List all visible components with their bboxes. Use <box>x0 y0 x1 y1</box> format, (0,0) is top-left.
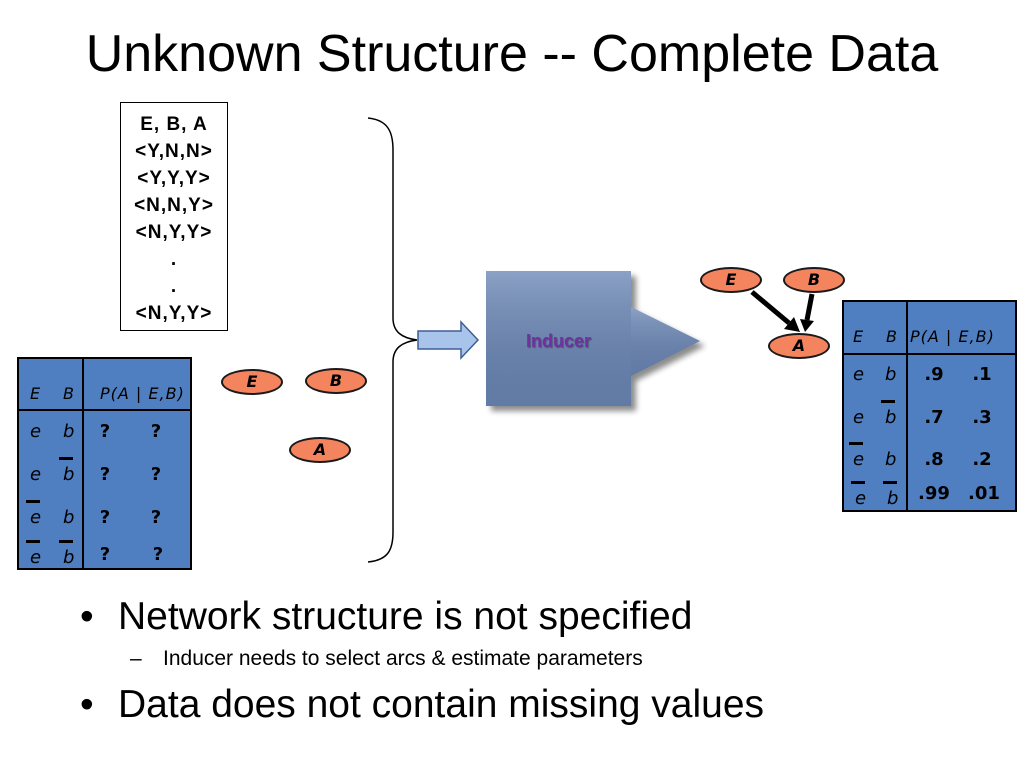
cell-p-not-a: .1 <box>972 364 992 385</box>
left-node-e: E <box>221 369 283 395</box>
inducer-label: Inducer <box>525 331 591 351</box>
cell-p-a: .7 <box>924 407 944 428</box>
cell-b: b <box>885 449 897 470</box>
cell-p-a: ? <box>99 421 111 442</box>
arc-b-to-a <box>800 293 815 332</box>
cell-p-a: ? <box>99 544 111 565</box>
bullet-text: Network structure is not specified <box>118 595 693 638</box>
cell-p-not-a: ? <box>152 544 164 565</box>
sub-bullet-item: Inducer needs to select arcs & estimate … <box>130 647 730 671</box>
bullet-item: Data does not contain missing values <box>80 683 840 727</box>
bullet-item: Network structure is not specified <box>80 595 780 639</box>
cell-p-a: .9 <box>924 364 944 385</box>
cell-b: b <box>63 421 75 442</box>
left-node-b: B <box>305 368 367 394</box>
header-b: B <box>886 327 898 346</box>
cell-p-not-a: ? <box>150 421 162 442</box>
column-divider <box>906 302 908 510</box>
curly-brace <box>367 117 418 563</box>
cell-e: e <box>30 421 42 442</box>
cell-p-not-a: .01 <box>968 483 1000 504</box>
header-p: P(A | E,B) <box>910 327 995 346</box>
cell-e: e <box>30 464 42 485</box>
right-node-b: B <box>783 267 845 293</box>
cell-b: b <box>58 457 75 485</box>
header-divider <box>844 353 1015 355</box>
bullet-text: Data does not contain missing values <box>118 683 765 726</box>
cell-b: b <box>58 540 75 568</box>
header-e: E <box>30 384 42 403</box>
cell-p-not-a: .3 <box>972 407 992 428</box>
cell-p-a: ? <box>99 464 111 485</box>
cell-p-a: .8 <box>924 449 944 470</box>
column-divider <box>82 359 84 568</box>
cell-b: b <box>885 364 897 385</box>
data-ellipsis: . <box>170 249 178 270</box>
sub-bullet-marker <box>130 647 163 671</box>
cell-e: e <box>853 407 865 428</box>
data-header: E, B, A <box>140 114 208 135</box>
data-record: <N,Y,Y> <box>135 303 213 324</box>
header-divider <box>19 409 190 411</box>
cell-e: e <box>850 481 867 509</box>
bullet-marker <box>80 595 118 639</box>
header-p: P(A | E,B) <box>100 384 185 403</box>
cell-b: b <box>880 400 897 428</box>
cell-b: b <box>63 507 75 528</box>
arc-e-to-a <box>750 290 800 332</box>
data-record: <Y,Y,Y> <box>137 168 211 189</box>
right-cpt-table: E B P(A | E,B) e b .9 .1 e b .7 .3 e b .… <box>842 300 1017 512</box>
cell-p-a: ? <box>99 507 111 528</box>
data-ellipsis: . <box>170 276 178 297</box>
header-e: E <box>853 327 865 346</box>
data-record: <N,Y,Y> <box>135 222 213 243</box>
cell-p-not-a: .2 <box>972 449 992 470</box>
data-record: <Y,N,N> <box>135 141 213 162</box>
inducer-shape <box>486 271 705 411</box>
bullet-marker <box>80 683 118 727</box>
data-records-box: E, B, A <Y,N,N> <Y,Y,Y> <N,N,Y> <N,Y,Y> … <box>120 102 228 331</box>
cell-p-a: .99 <box>918 483 950 504</box>
cell-p-not-a: ? <box>150 507 162 528</box>
cell-b: b <box>882 481 899 509</box>
input-block-arrow <box>417 320 480 360</box>
cell-e: e <box>25 500 42 528</box>
cell-e: e <box>25 540 42 568</box>
right-node-e: E <box>700 267 762 293</box>
sub-bullet-text: Inducer needs to select arcs & estimate … <box>163 647 643 670</box>
cell-e: e <box>853 364 865 385</box>
cell-p-not-a: ? <box>150 464 162 485</box>
header-b: B <box>63 384 75 403</box>
right-node-a: A <box>768 333 830 359</box>
left-cpt-table: E B P(A | E,B) e b ? ? e b ? ? e b ? ? e… <box>17 357 192 570</box>
cell-e: e <box>848 442 865 470</box>
left-node-a: A <box>289 437 351 463</box>
data-record: <N,N,Y> <box>134 195 214 216</box>
slide-title: Unknown Structure -- Complete Data <box>85 25 939 83</box>
